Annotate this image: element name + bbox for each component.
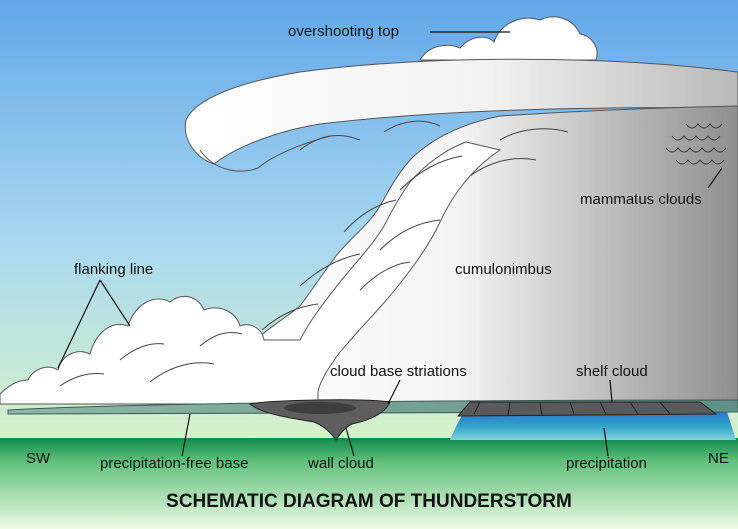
overshooting-top-cloud	[419, 16, 598, 61]
mammatus-clouds	[665, 123, 727, 165]
cloud-texture-lines	[59, 120, 569, 387]
leader-precip-free-base	[181, 413, 191, 457]
anvil-underside	[199, 135, 331, 172]
leader-flanking-1	[57, 279, 101, 369]
label-cloud-base-striations: cloud base striations	[330, 363, 467, 380]
leader-mammatus	[707, 167, 723, 189]
label-shelf-cloud: shelf cloud	[576, 363, 648, 380]
leader-shelf-cloud	[609, 379, 613, 403]
diagram-title: SCHEMATIC DIAGRAM OF THUNDERSTORM	[166, 491, 572, 512]
leader-precipitation	[603, 427, 609, 457]
label-mammatus-clouds: mammatus clouds	[580, 191, 702, 208]
leader-flanking-2	[99, 279, 131, 327]
label-cumulonimbus: cumulonimbus	[455, 261, 552, 278]
label-ne: NE	[708, 450, 729, 467]
label-flanking-line: flanking line	[74, 261, 154, 278]
flanking-line-cloud	[0, 141, 502, 405]
label-wall-cloud: wall cloud	[308, 455, 374, 472]
ground	[0, 438, 738, 529]
leader-lines	[57, 31, 723, 457]
label-precipitation-free-base: precipitation-free base	[100, 455, 249, 472]
anvil	[184, 58, 738, 165]
label-overshooting-top: overshooting top	[288, 23, 399, 40]
leader-striations	[387, 379, 401, 405]
label-sw: SW	[26, 450, 51, 467]
leader-wall-cloud	[345, 427, 355, 457]
label-precipitation: precipitation	[566, 455, 647, 472]
shelf-cloud	[456, 401, 718, 417]
